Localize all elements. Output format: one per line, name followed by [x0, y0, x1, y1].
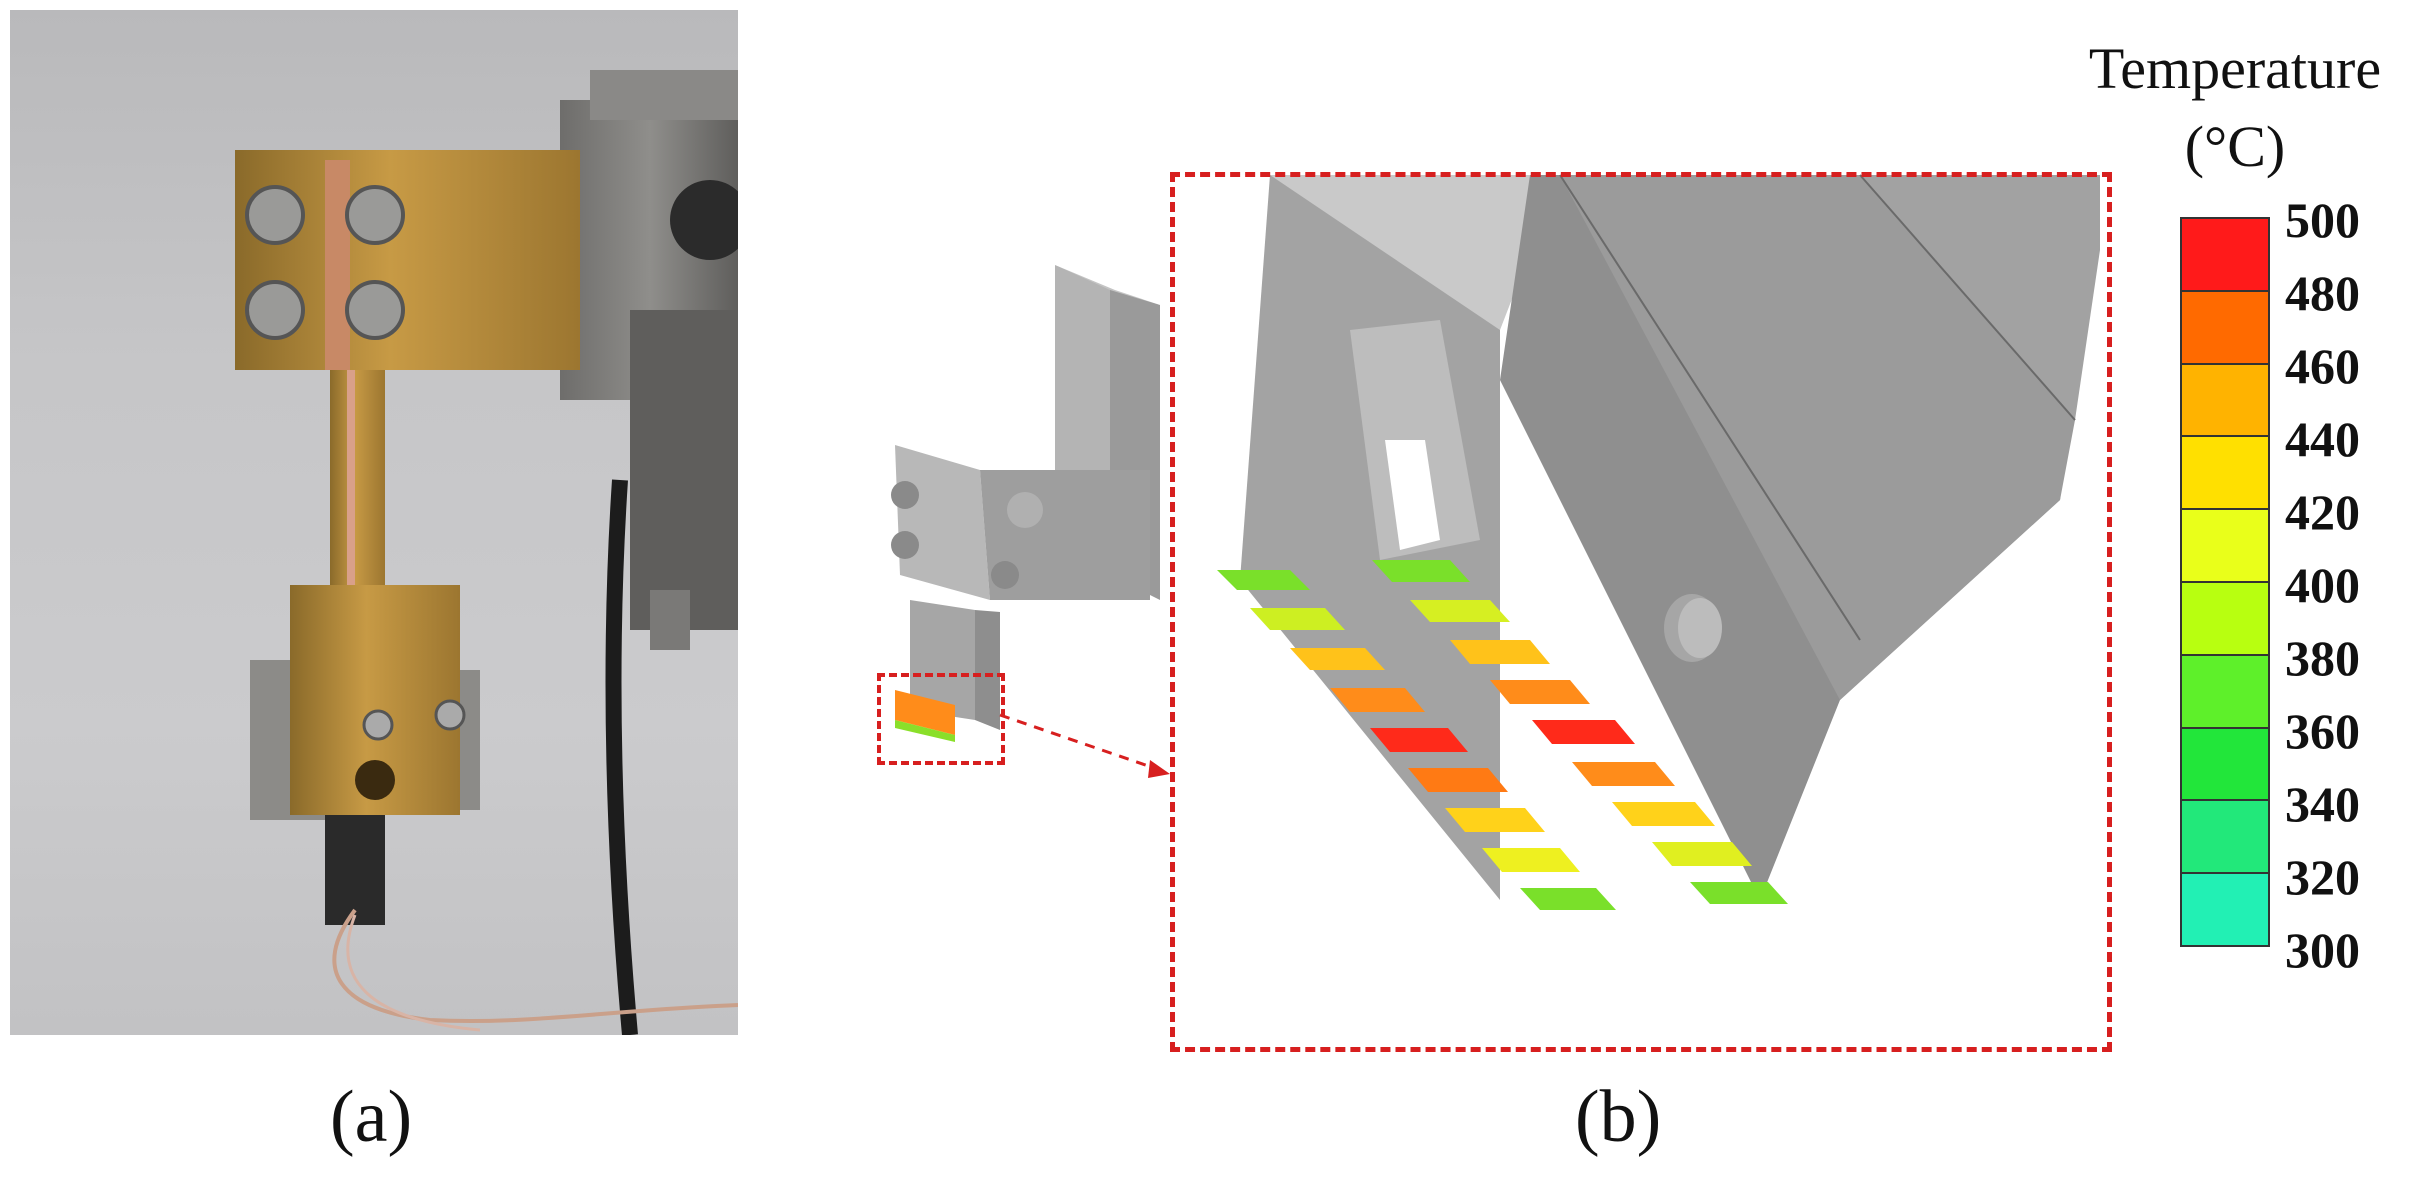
caption-b: (b): [1575, 1076, 1662, 1158]
colorbar-tick-label: 480: [2285, 265, 2360, 321]
colorbar-tick-label: 320: [2285, 849, 2360, 905]
colorbar-swatch: [2182, 582, 2268, 656]
colorbar-swatch: [2182, 219, 2268, 292]
legend-unit: (°C): [2184, 114, 2286, 179]
zoom-arrow-head: [1148, 760, 1170, 778]
colorbar-swatch: [2182, 874, 2268, 945]
caption-a: (a): [330, 1076, 413, 1158]
photo-panel: [10, 10, 738, 1035]
colorbar-swatch: [2182, 655, 2268, 729]
colorbar-tick-label: 300: [2285, 922, 2360, 978]
colorbar-swatch: [2182, 291, 2268, 365]
colorbar-swatch: [2182, 728, 2268, 802]
zoom-connector-line: [999, 713, 1161, 772]
colorbar-swatch: [2182, 364, 2268, 438]
colorbar-swatch: [2182, 801, 2268, 875]
temperature-colorbar: [2180, 217, 2270, 947]
colorbar-tick-label: 440: [2285, 411, 2360, 467]
colorbar-tick-label: 380: [2285, 630, 2360, 686]
zoomed-model: [1240, 174, 2100, 900]
colorbar-tick-label: 340: [2285, 776, 2360, 832]
fin-column-right: [1372, 560, 1788, 904]
source-region-box: [877, 673, 1005, 765]
colorbar-tick-label: 500: [2285, 192, 2360, 248]
colorbar-swatch: [2182, 510, 2268, 583]
colorbar-tick-label: 420: [2285, 484, 2360, 540]
colorbar-tick-label: 460: [2285, 338, 2360, 394]
overall-model: [891, 265, 1160, 742]
colorbar-tick-label: 360: [2285, 703, 2360, 759]
zoom-region-box: [1170, 172, 2112, 1052]
colorbar-tick-labels: 500 480 460 440 420 400 380 360 340 320 300: [2285, 190, 2425, 990]
colorbar-swatch: [2182, 437, 2268, 511]
fin-column-left: [1217, 570, 1616, 910]
colorbar-tick-label: 400: [2285, 557, 2360, 613]
legend-title: Temperature: [2088, 36, 2382, 101]
thermal-simulation-model: [891, 174, 2100, 910]
heater-probe-photo: [235, 70, 738, 1035]
